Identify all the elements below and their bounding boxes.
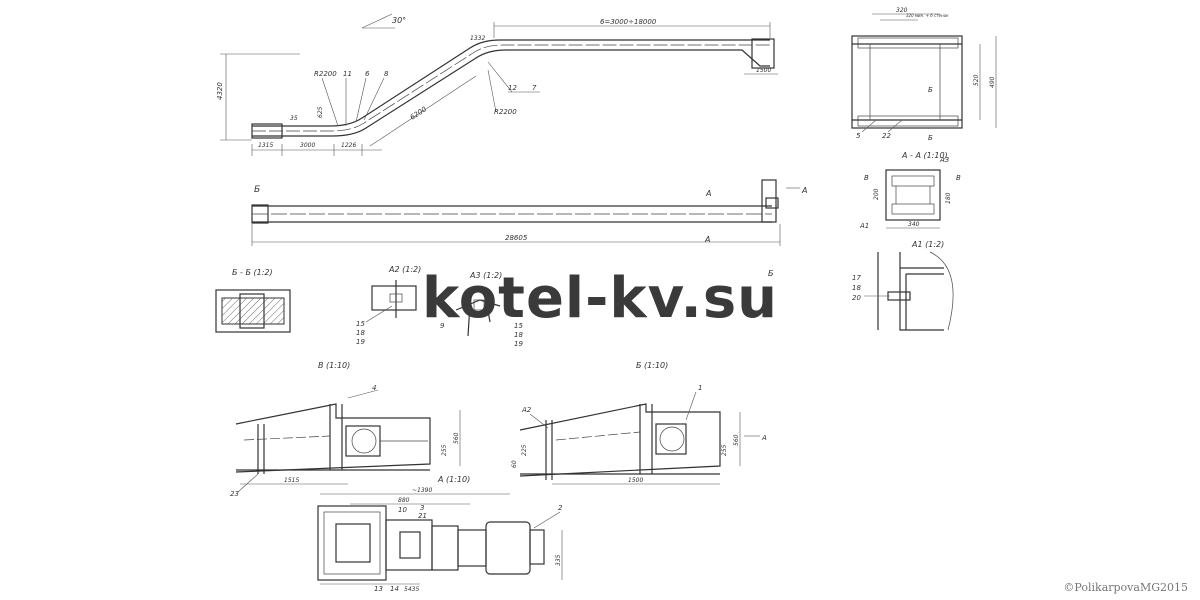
label-6: 6 [365,70,370,78]
dim-1226: 1226 [341,142,356,149]
section-aa: А - А (1:10) А3 В В 200 180 340 А1 [859,151,961,230]
section-aa-a1: А1 [859,222,869,230]
view-b-dim-560: 560 [733,434,740,446]
dim-320a: 320 [896,7,908,14]
dim-320-note: 320 мин. + 6 стенок [906,13,949,18]
view-b: Б (1:10) 1500 560 255 60 225 А2 1 А [511,361,767,485]
dim-6200: 6200 [409,105,429,122]
detail-a1: А1 (1:2) 17 18 20 [852,240,954,331]
section-aa-b-right: В [956,174,961,182]
dim-length: 28605 [505,234,528,242]
view-a-label-14: 14 [390,585,399,593]
view-a-dim-1390: ~1390 [412,487,432,494]
detail-a1-title: А1 (1:2) [911,240,944,249]
view-a-dim-880: 880 [398,497,410,504]
angle-label: 30° [392,16,406,25]
cut-a-mark-3: А [801,186,807,195]
dim-625: 625 [317,106,324,118]
label-7: 7 [532,84,537,92]
cut-b-bottom: Б [928,134,933,142]
copyright-notice: ©PolikarpovaMG2015 [1063,581,1188,594]
view-v: В (1:10) 1515 560 255 4 23 [230,361,461,498]
a2-label-18: 18 [356,329,365,337]
label-8: 8 [384,70,389,78]
view-a: А (1:10) ~1390 880 2 10 3 21 13 14 5435 … [317,475,563,593]
label-12: 12 [508,84,517,92]
label-18: 18 [852,284,861,292]
dim-490: 490 [989,76,996,88]
detail-a3: А3 (1:2) 9 15 18 19 [440,271,523,348]
a2-label-19: 19 [356,338,365,346]
view-b-dim-255: 255 [721,444,728,456]
section-bb-title: Б - Б (1:2) [232,268,273,277]
dim-height: 4320 [216,82,224,100]
view-v-label-23: 23 [230,490,239,498]
view-b-a: А [761,434,767,442]
a3-label-18: 18 [514,331,523,339]
cut-b2-mark: Б [768,269,774,278]
section-aa-b-left: В [864,174,869,182]
view-a-label-21: 21 [418,512,427,520]
dim-3000: 3000 [300,142,315,149]
view-b-dim-1500: 1500 [628,477,643,484]
view-v-dim-255: 255 [441,444,448,456]
detail-a2: А2 (1:2) 15 18 19 [356,265,421,346]
a2-label-15: 15 [356,320,365,328]
dim-span: 6=3000÷18000 [600,18,657,26]
dim-1315: 1315 [258,142,273,149]
a3-label-9: 9 [440,322,445,330]
label-r2200-b: R2200 [494,108,517,116]
view-a-label-2: 2 [558,504,563,512]
view-v-title: В (1:10) [318,361,350,370]
cut-a-mark-2: А [704,235,710,244]
cut-b-top: Б [928,86,933,94]
watermark-logo-text: kotel-kv.su [421,266,779,331]
dim-1332: 1332 [470,35,485,42]
a3-label-19: 19 [514,340,523,348]
label-20: 20 [852,294,861,302]
cross-section-view: 320 320 мин. + 6 стенок 520 490 5 22 Б Б [851,7,997,142]
view-v-dim-1515: 1515 [284,477,299,484]
dim-1500: 1500 [756,67,771,74]
label-r2200-a: R2200 [314,70,337,78]
view-b-title: Б (1:10) [636,361,668,370]
section-aa-a3: А3 [939,156,949,164]
view-b-a2: А2 [521,406,532,414]
view-a-title: А (1:10) [437,475,470,484]
dim-200: 200 [873,188,880,200]
dim-180: 180 [945,192,952,204]
view-v-label-4: 4 [372,384,376,392]
view-b-label-1: 1 [698,384,702,392]
view-v-dim-560: 560 [453,432,460,444]
label-11: 11 [343,70,352,78]
section-bb: Б - Б (1:2) [215,268,291,333]
view-a-dim-5435: 5435 [404,586,419,593]
a3-label-15: 15 [514,322,523,330]
view-b-dim-225: 225 [521,444,528,456]
elevation-view: 30° 4320 1315 3000 1226 6200 6=3000÷1800… [216,13,778,156]
view-a-dim-335: 335 [555,554,562,566]
view-a-label-3: 3 [420,504,424,512]
dim-35: 35 [290,115,298,122]
dim-340: 340 [908,221,920,228]
detail-a2-title: А2 (1:2) [388,265,421,274]
cut-b-mark: Б [254,185,260,195]
dim-520: 520 [973,74,980,86]
label-17: 17 [852,274,861,282]
view-a-label-13: 13 [374,585,383,593]
cut-a-mark-1: А [705,189,711,198]
section-aa-title: А - А (1:10) [901,151,948,160]
label-22: 22 [882,132,891,140]
view-b-dim-60: 60 [511,460,518,468]
label-5: 5 [856,132,861,140]
detail-a3-title: А3 (1:2) [469,271,502,280]
plan-view: 28605 Б А А А Б [251,179,807,278]
view-a-label-10: 10 [398,506,407,514]
